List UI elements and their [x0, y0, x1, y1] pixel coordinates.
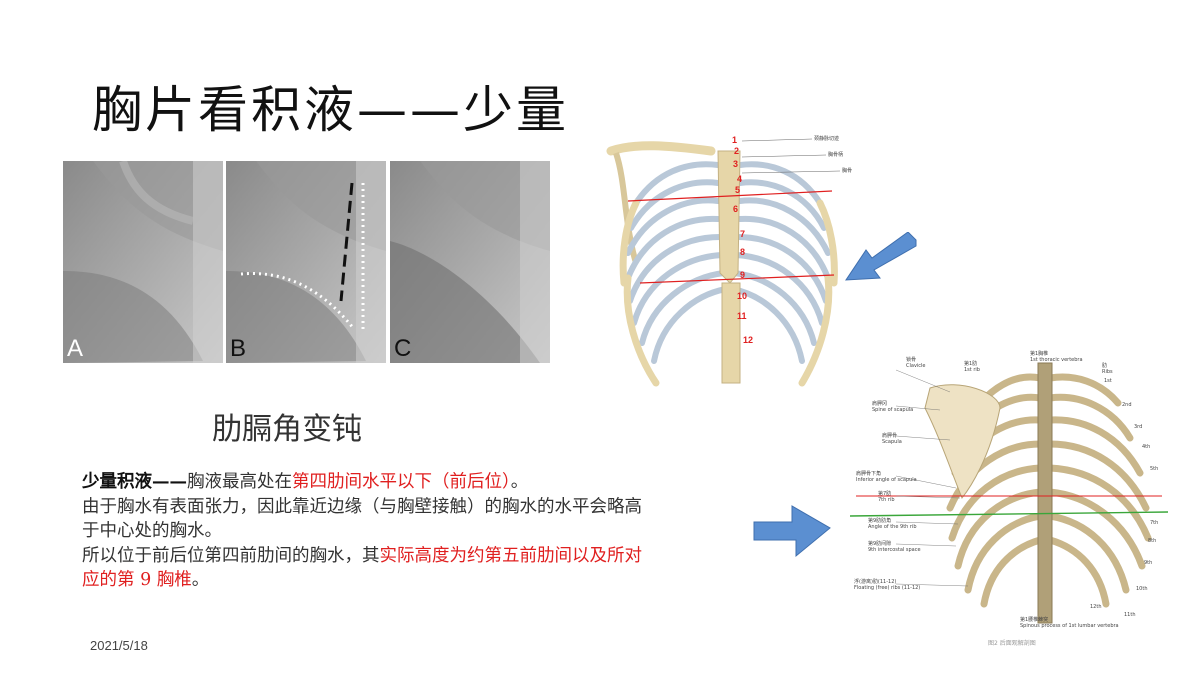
slide-title: 胸片看积液——少量: [92, 81, 569, 139]
body-text: 少量积液——胸液最高处在第四肋间水平以下（前后位）。 由于胸水有表面张力，因此靠…: [82, 470, 657, 593]
back-rib-11th: 11th: [1124, 612, 1136, 618]
panel-label-c: C: [394, 335, 412, 362]
back-rib-5th: 5th: [1150, 466, 1159, 472]
paragraph-1: 少量积液——胸液最高处在第四肋间水平以下（前后位）。: [82, 472, 529, 492]
back-rib-1st: 1st: [1104, 378, 1112, 384]
back-rib-9th: 9th: [1144, 560, 1153, 566]
rib-number-10: 10: [737, 291, 748, 301]
panel-label-a: A: [67, 335, 84, 362]
rib-number-7: 7: [740, 229, 746, 239]
paragraph-3: 所以位于前后位第四前肋间的胸水，其实际高度为约第五前肋间以及所对应的第 9 胸椎…: [82, 545, 642, 591]
xray-panel-a: A: [63, 161, 223, 363]
rib-number-9: 9: [740, 270, 746, 280]
rib-number-5: 5: [735, 185, 741, 195]
front-label-sternum: 胸骨: [842, 168, 853, 174]
term-small-effusion: 少量积液——: [82, 472, 187, 492]
front-label-manubrium: 胸骨柄: [828, 152, 844, 158]
rib-number-6: 6: [733, 204, 739, 214]
highlight-level: 第四肋间水平以下（前后位）: [292, 472, 511, 492]
back-rib-12th: 12th: [1090, 604, 1102, 610]
rib-number-4: 4: [737, 174, 743, 184]
back-label-floating-ribs: 浮(游离)肋(11-12)Floating (free) ribs (11-12…: [854, 579, 921, 591]
rib-number-3: 3: [733, 159, 739, 169]
xray-panel-b: B: [226, 161, 386, 363]
rib-number-2: 2: [734, 146, 740, 156]
panel-label-b: B: [230, 335, 247, 362]
back-rib-7th: 7th: [1150, 520, 1159, 526]
highlight-actual-height: 实际高度为约第五前肋间以及所对应的第 9 胸椎: [82, 545, 642, 591]
arrow-icon-upper: [845, 232, 917, 281]
back-rib-4th: 4th: [1142, 444, 1151, 450]
front-label-jugular: 颈静脉切迹: [814, 136, 840, 142]
arrow-icon-lower: [753, 505, 831, 558]
back-rib-10th: 10th: [1136, 586, 1148, 592]
xray-caption: 肋膈角变钝: [212, 412, 362, 447]
back-figure-caption: 图2 后面观解剖图: [988, 640, 1036, 647]
ribcage-front-illustration: 颈静脉切迹 胸骨柄 胸骨 1 2 3 4 5 6 7 8 9 10 11 12: [606, 133, 853, 390]
back-rib-3rd: 3rd: [1134, 424, 1143, 430]
rib-number-1: 1: [732, 135, 738, 145]
back-rib-2nd: 2nd: [1122, 402, 1132, 408]
rib-number-12: 12: [743, 335, 754, 345]
rib-number-8: 8: [740, 247, 746, 257]
back-rib-8th: 8th: [1148, 538, 1157, 544]
xray-panels: A B C: [63, 161, 550, 363]
paragraph-2: 由于胸水有表面张力，因此靠近边缘（与胸壁接触）的胸水的水平会略高于中心处的胸水。: [82, 496, 642, 542]
slide-date: 2021/5/18: [90, 638, 148, 653]
xray-panel-c: C: [390, 161, 550, 363]
rib-number-11: 11: [737, 311, 747, 321]
